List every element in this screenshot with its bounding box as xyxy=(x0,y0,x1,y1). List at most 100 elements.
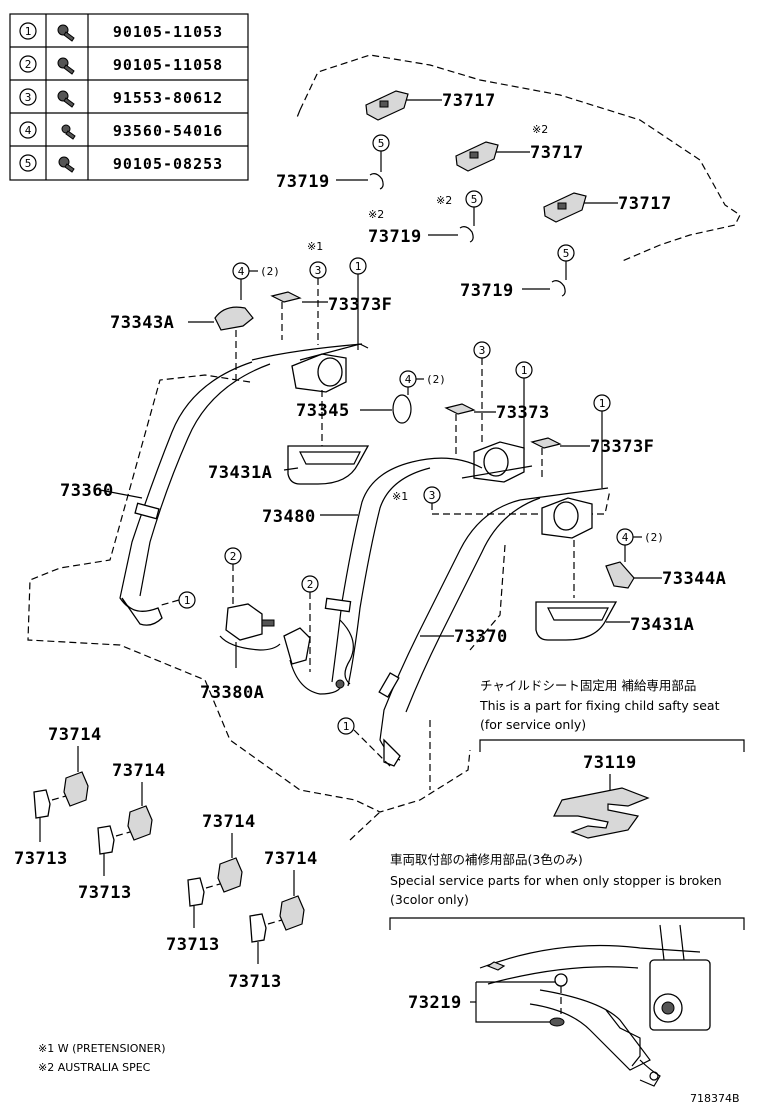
trim-cover-73717-c: 73717 xyxy=(543,192,672,223)
stopper-note: 車両取付部の補修用部品(3色のみ) Special service parts … xyxy=(389,852,745,930)
part-label: 73480 xyxy=(262,507,316,527)
table-part-number: 93560-54016 xyxy=(113,122,223,140)
part-label: 73373F xyxy=(590,437,654,457)
retractor-right xyxy=(519,487,609,539)
footnote-australia-spec: ※2 AUSTRALIA SPEC xyxy=(38,1061,151,1074)
bolt-icon xyxy=(57,90,75,108)
cover-set-c: 73714 73713 xyxy=(166,812,256,955)
svg-text:(for service only): (for service only) xyxy=(480,717,586,732)
callout-1-center: 1 xyxy=(515,361,533,450)
callout-3-left: ※1 3 xyxy=(307,240,327,345)
table-part-number: 90105-11058 xyxy=(113,56,223,74)
bezel-73373: 73373 xyxy=(444,403,550,455)
part-label: 73370 xyxy=(454,627,508,647)
rear-shelf-outline xyxy=(295,54,741,263)
part-label: 73373F xyxy=(328,295,392,315)
svg-text:73714: 73714 xyxy=(48,725,102,745)
child-seat-note: チャイルドシート固定用 補給専用部品 This is a part for fi… xyxy=(479,678,745,752)
pretensioner-mark: ※1 3 xyxy=(392,486,611,515)
svg-text:5: 5 xyxy=(378,137,385,150)
part-label: 73719 xyxy=(276,172,330,192)
svg-text:1: 1 xyxy=(599,397,606,410)
svg-text:73713: 73713 xyxy=(228,972,282,992)
part-label: 73380A xyxy=(200,683,264,703)
svg-text:5: 5 xyxy=(563,247,570,260)
svg-text:4: 4 xyxy=(622,531,629,544)
table-ref: 4 xyxy=(25,124,32,137)
bezel-73373F-a: 73373F xyxy=(270,291,392,340)
svg-text:2: 2 xyxy=(307,578,314,591)
cover-set-a: 73714 73713 xyxy=(14,725,102,869)
part-label: 73717 xyxy=(618,194,672,214)
bolt-icon xyxy=(61,124,76,140)
table-part-number: 91553-80612 xyxy=(113,89,223,107)
trim-cover-73717-a: 73717 xyxy=(365,90,496,121)
svg-text:4: 4 xyxy=(238,265,245,278)
svg-text:車両取付部の補修用部品(3色のみ): 車両取付部の補修用部品(3色のみ) xyxy=(390,852,583,867)
belt-73480: 73480 xyxy=(262,461,431,687)
svg-text:3: 3 xyxy=(479,344,486,357)
part-label: 73343A xyxy=(110,313,174,333)
callout-4-left: 4 (2) xyxy=(232,262,280,300)
part-label: 73219 xyxy=(408,993,462,1013)
callout-1-left: 1 xyxy=(349,257,367,350)
part-label: 73717 xyxy=(442,91,496,111)
note-mark: ※2 xyxy=(532,123,548,136)
table-ref: 1 xyxy=(25,25,32,38)
svg-text:Special service parts for when: Special service parts for when only stop… xyxy=(390,873,722,888)
callout-1-right: 1 xyxy=(593,394,611,488)
part-label: 73431A xyxy=(208,463,272,483)
tray-73431A-a: 73431A xyxy=(208,390,370,485)
cover-73343A: 73343A xyxy=(110,306,254,380)
cover-set-d: 73714 73713 xyxy=(228,849,318,992)
table-ref: 2 xyxy=(25,58,32,71)
circled-number-icon xyxy=(19,55,37,73)
circled-number-icon xyxy=(19,154,37,172)
figure-id: 718374B xyxy=(690,1092,740,1105)
svg-text:2: 2 xyxy=(230,550,237,563)
circled-number-icon xyxy=(19,121,37,139)
svg-text:(2): (2) xyxy=(644,531,664,544)
bracket-73119: 73119 xyxy=(553,753,650,839)
svg-text:(2): (2) xyxy=(426,373,446,386)
bezel-73373F-b: 73373F xyxy=(530,437,654,480)
cover-set-b: 73714 73713 xyxy=(78,761,165,903)
svg-text:※2: ※2 xyxy=(436,194,452,207)
circled-number-icon xyxy=(19,22,37,40)
svg-text:73119: 73119 xyxy=(583,753,637,773)
svg-text:1: 1 xyxy=(343,720,350,733)
svg-text:1: 1 xyxy=(521,364,528,377)
svg-text:73714: 73714 xyxy=(264,849,318,869)
part-label: 73719 xyxy=(460,281,514,301)
bolt-icon xyxy=(57,24,75,42)
svg-text:(3color only): (3color only) xyxy=(390,892,469,907)
cover-73344A: 4 (2) 73344A xyxy=(605,528,726,589)
svg-text:5: 5 xyxy=(471,193,478,206)
svg-text:73714: 73714 xyxy=(202,812,256,832)
table-ref: 5 xyxy=(25,157,32,170)
stopper-detail: 73219 xyxy=(408,924,711,1087)
buckle-center: 2 xyxy=(283,575,345,695)
washer-73345: 4 (2) 73345 xyxy=(296,370,446,424)
buckle-73380A: 2 73380A xyxy=(200,547,281,703)
belt-73360: 73360 1 xyxy=(60,361,271,626)
part-label: 73719 xyxy=(368,227,422,247)
callout-3-center: 3 xyxy=(473,341,491,444)
svg-text:※1: ※1 xyxy=(392,490,408,503)
svg-text:(2): (2) xyxy=(260,265,280,278)
svg-text:73713: 73713 xyxy=(166,935,220,955)
clip-73719-b: ※2 5 ※2 73719 xyxy=(368,190,483,247)
table-part-number: 90105-11053 xyxy=(113,23,223,41)
part-label: 73345 xyxy=(296,401,350,421)
table-part-number: 90105-08253 xyxy=(113,155,223,173)
bolt-icon xyxy=(57,57,75,75)
circled-number-icon xyxy=(19,88,37,106)
part-label: 73717 xyxy=(530,143,584,163)
part-label: 73373 xyxy=(496,403,550,423)
footnote-pretensioner: ※1 W (PRETENSIONER) xyxy=(38,1042,166,1055)
retractor-left xyxy=(251,343,369,393)
svg-text:This is a part for fixing chil: This is a part for fixing child safty se… xyxy=(479,698,720,713)
svg-text:※1: ※1 xyxy=(307,240,323,253)
svg-text:73713: 73713 xyxy=(78,883,132,903)
table-ref: 3 xyxy=(25,91,32,104)
